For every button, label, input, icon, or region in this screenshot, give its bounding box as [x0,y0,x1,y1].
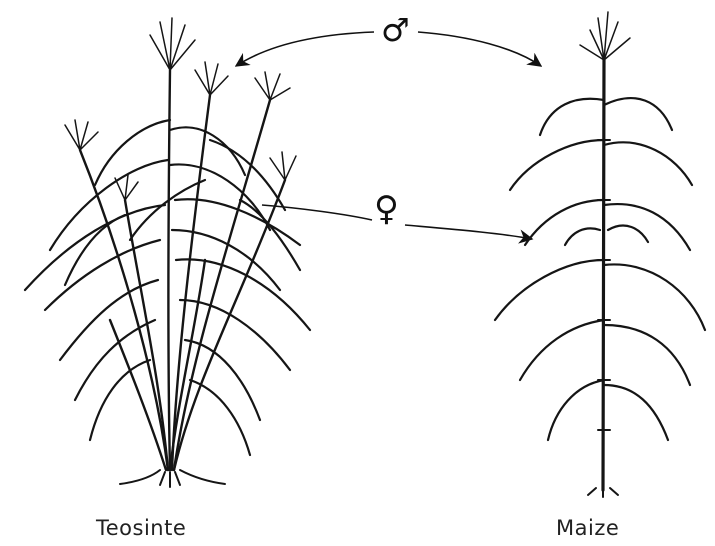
teosinte-label: Teosinte [96,516,186,540]
maize-plant [495,12,705,497]
male-symbol: ♂ [381,14,410,46]
male-arrow-to-maize [418,32,541,66]
male-arrow-to-teosinte [236,32,374,66]
female-symbol: ♀ [374,192,399,226]
teosinte-plant [25,18,310,487]
maize-label: Maize [556,516,619,540]
